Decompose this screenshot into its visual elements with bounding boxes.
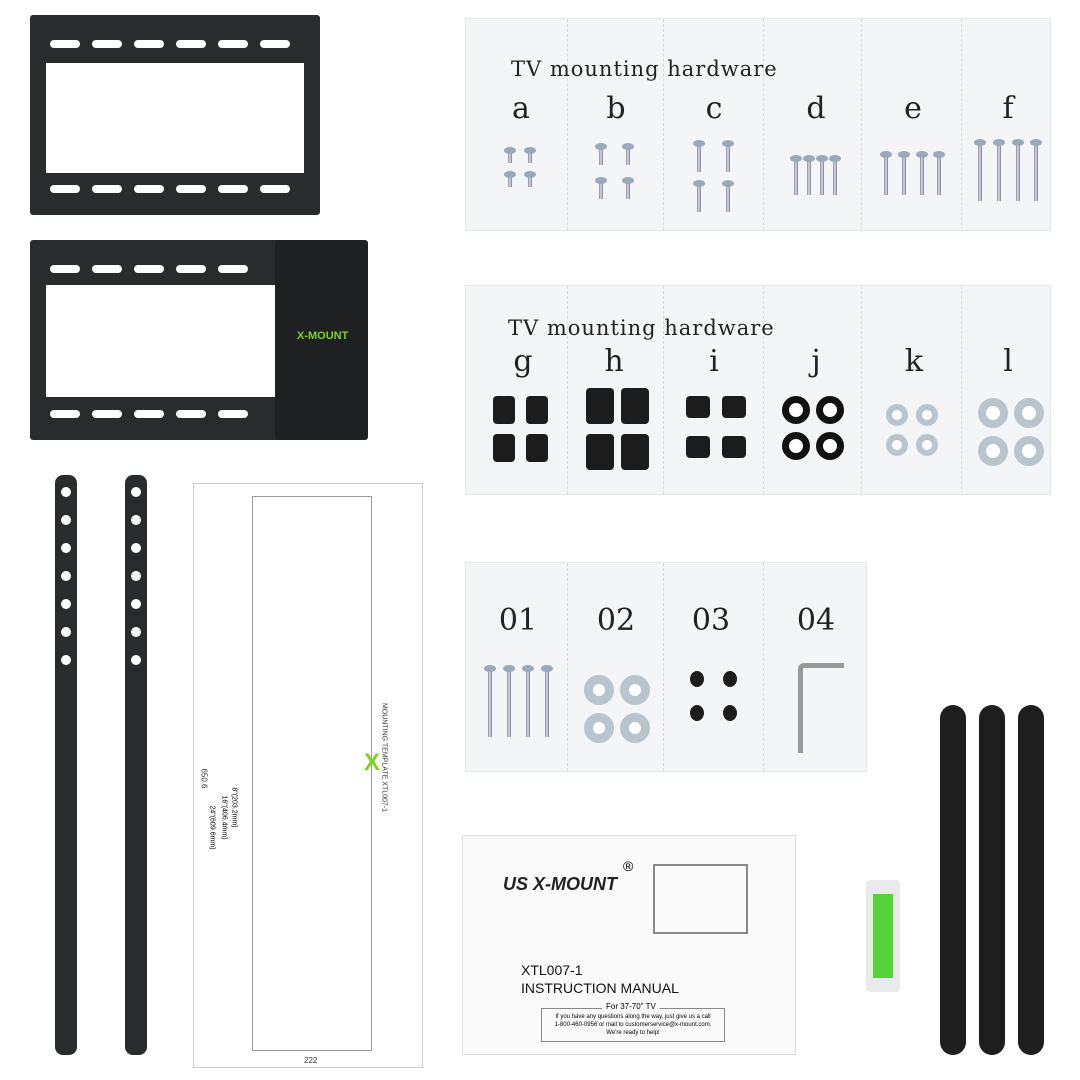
mounting-slot — [134, 265, 164, 273]
mounting-slot — [176, 185, 206, 193]
manual-line: 1-800-460-0956 or mail to customerservic… — [554, 1022, 712, 1028]
item-label: 04 — [796, 603, 836, 638]
template-dim: 24"(609.6mm) — [208, 805, 216, 850]
hex-key — [798, 663, 844, 753]
tv-mount-illustration — [653, 864, 748, 934]
item-label: g — [513, 344, 533, 379]
item-label: a — [512, 91, 530, 126]
mounting-slot — [260, 185, 290, 193]
item-label: f — [1002, 91, 1014, 126]
item-label: 03 — [691, 603, 731, 638]
tv-bracket-arm-left — [55, 475, 77, 1055]
instruction-manual: US X-MOUNT ® XTL007-1 INSTRUCTION MANUAL… — [462, 835, 796, 1055]
mounting-slot — [50, 40, 80, 48]
registered-mark: ® — [623, 858, 634, 874]
template-title: MOUNTING TEMPLATE XTL007-1 — [380, 702, 388, 813]
mounting-slot — [176, 410, 206, 418]
mounting-slot — [134, 410, 164, 418]
bag-title: TV mounting hardware — [511, 57, 778, 81]
mounting-slot — [218, 265, 248, 273]
mounting-slot — [134, 185, 164, 193]
cable-strap — [979, 705, 1005, 1055]
manual-size: For 37-70" TV — [602, 1003, 660, 1011]
manual-title: INSTRUCTION MANUAL — [521, 980, 679, 996]
cable-strap — [940, 705, 966, 1055]
mounting-slot — [50, 410, 80, 418]
cable-strap — [1018, 705, 1044, 1055]
template-logo: X — [364, 749, 381, 776]
hardware-bag-3: 01 02 03 04 — [465, 562, 867, 772]
mounting-slot — [92, 40, 122, 48]
item-label: j — [811, 344, 821, 379]
mounting-slot — [134, 40, 164, 48]
mounting-slot — [176, 40, 206, 48]
item-label: k — [904, 344, 924, 379]
item-label: i — [709, 344, 719, 379]
mounting-slot — [218, 185, 248, 193]
wall-plate — [30, 15, 320, 215]
tv-bracket-arm-right — [125, 475, 147, 1055]
template-width: 222 — [304, 1056, 318, 1065]
mounting-slot — [92, 265, 122, 273]
manual-line: We're ready to help! — [606, 1030, 660, 1036]
template-dim: 16"(406.4mm) — [220, 795, 228, 840]
mounting-slot — [92, 185, 122, 193]
extension-panel: X-MOUNT — [275, 240, 368, 440]
manual-model: XTL007-1 — [521, 962, 583, 978]
mounting-template: MOUNTING TEMPLATE XTL007-1 650.6 222 8"(… — [193, 483, 423, 1068]
manual-line: If you have any questions along the way,… — [555, 1014, 711, 1020]
mounting-slot — [218, 40, 248, 48]
item-label: d — [806, 91, 826, 126]
item-label: l — [1003, 344, 1013, 379]
mounting-slot — [92, 410, 122, 418]
mounting-slot — [218, 410, 248, 418]
item-label: e — [904, 91, 922, 126]
mounting-slot — [50, 265, 80, 273]
bag-title: TV mounting hardware — [508, 316, 775, 340]
logo: X-MOUNT — [297, 330, 349, 342]
wall-plate-extended — [30, 240, 290, 440]
template-dim: 8"(203.2mm) — [230, 787, 238, 828]
mounting-slot — [260, 40, 290, 48]
hardware-bag-2: TV mounting hardware g h i j k l — [465, 285, 1051, 495]
manual-info-box: For 37-70" TV If you have any questions … — [541, 1003, 725, 1042]
mounting-slot — [176, 265, 206, 273]
item-label: b — [606, 91, 626, 126]
item-label: 01 — [498, 603, 538, 638]
hardware-bag-1: TV mounting hardware a b c d e f — [465, 18, 1051, 231]
item-label: c — [705, 91, 723, 126]
brand-logo: US X-MOUNT — [503, 874, 617, 894]
item-label: h — [604, 344, 624, 379]
mounting-slot — [50, 185, 80, 193]
bubble-level — [866, 880, 900, 992]
template-height: 650.6 — [199, 768, 209, 789]
item-label: 02 — [596, 603, 636, 638]
